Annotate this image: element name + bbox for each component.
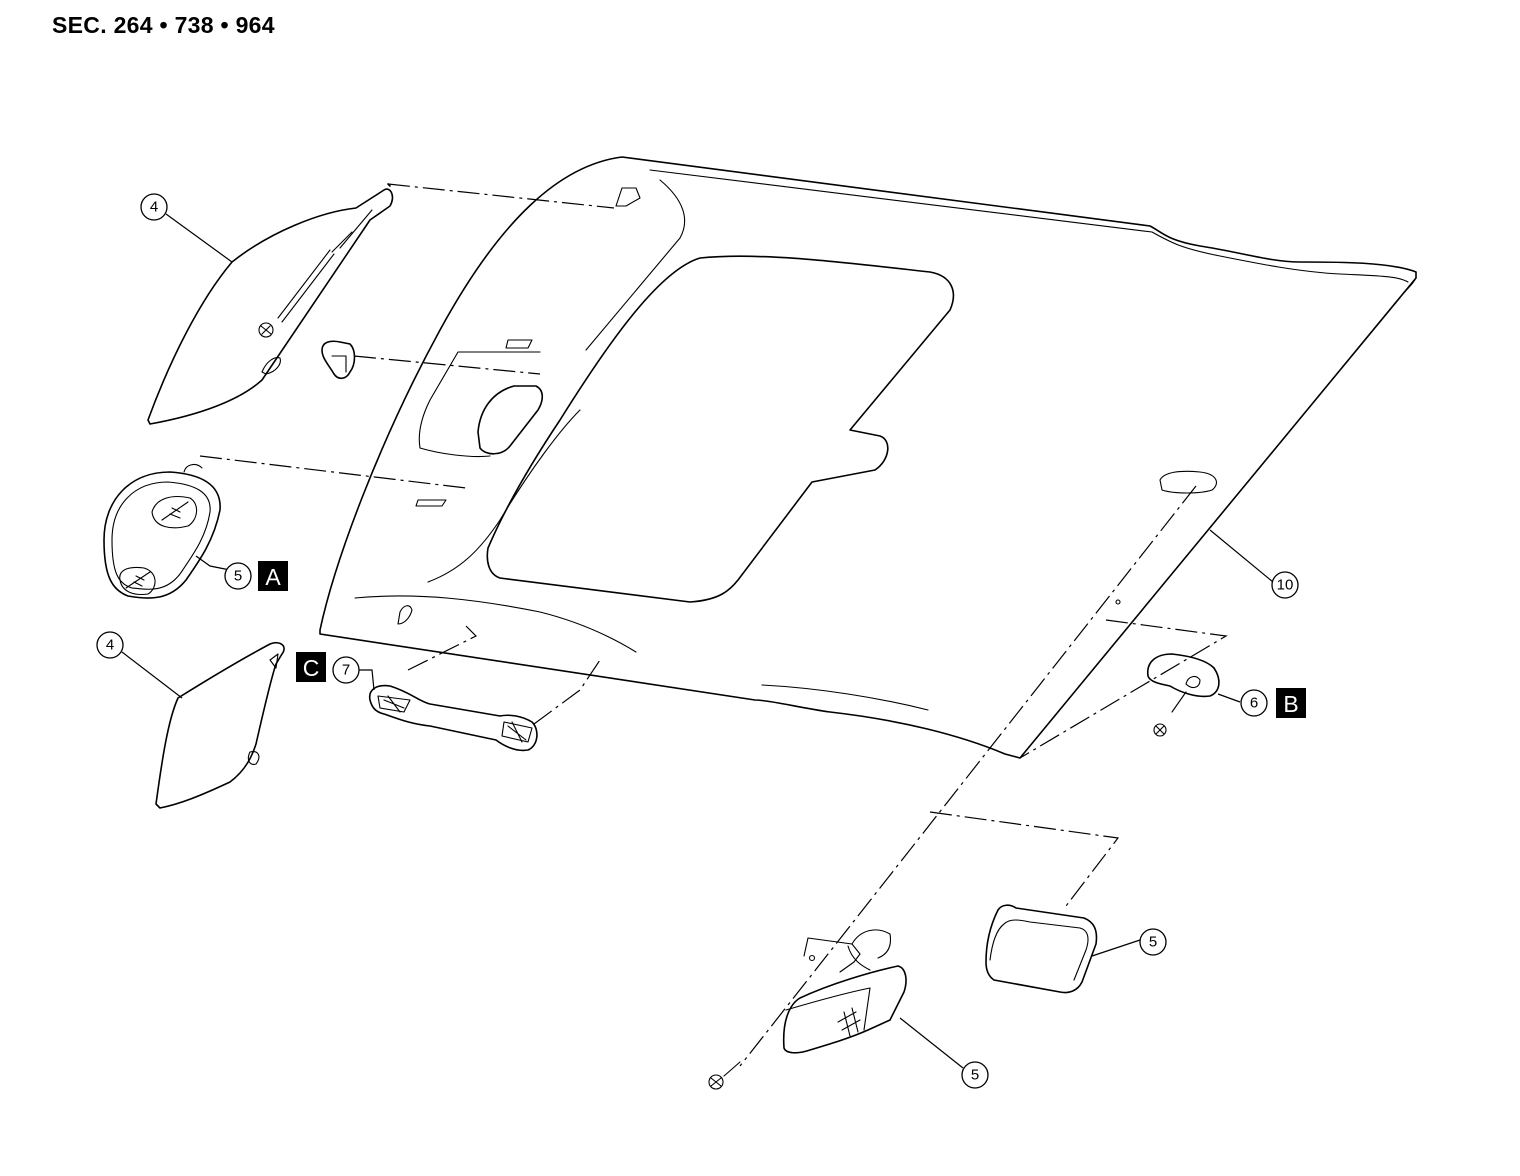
callout-4-top: 4	[140, 193, 168, 221]
tag-a-label: A	[265, 564, 281, 590]
alignment-lines	[199, 183, 1228, 1067]
tag-b: B	[1276, 688, 1306, 718]
callout-6: 6	[1240, 689, 1268, 717]
callout-5-bottom: 5	[961, 1061, 989, 1089]
callout-5-bottom-label: 5	[971, 1067, 979, 1084]
map-lamp-lens	[477, 385, 544, 455]
visor-holder-clip	[321, 340, 356, 380]
map-lamp-assembly	[103, 463, 221, 599]
callout-5-a: 5	[224, 562, 252, 590]
leader-lines	[121, 213, 1274, 1069]
coat-hook	[1147, 653, 1220, 737]
tag-c-label: C	[303, 655, 320, 681]
callout-4-top-label: 4	[150, 199, 158, 216]
sun-visor-driver	[147, 188, 394, 425]
callout-10: 10	[1271, 571, 1299, 599]
sun-visor-passenger	[155, 641, 285, 809]
callout-5-right-label: 5	[1149, 934, 1157, 951]
callout-4-bottom-label: 4	[106, 637, 114, 654]
headlining-panel	[319, 156, 1417, 759]
callout-7-label: 7	[342, 662, 350, 679]
room-lamp-lens	[985, 904, 1098, 994]
callout-10-label: 10	[1277, 577, 1294, 594]
callout-6-label: 6	[1250, 695, 1258, 712]
tag-a: A	[258, 561, 288, 591]
tag-b-label: B	[1283, 691, 1298, 717]
callout-5-right: 5	[1139, 928, 1167, 956]
section-reference: SEC. 264 • 738 • 964	[52, 12, 275, 38]
room-lamp-housing	[708, 929, 907, 1090]
assist-grip	[368, 684, 538, 752]
callout-7: 7	[332, 656, 360, 684]
callout-5-a-label: 5	[234, 568, 242, 585]
tag-c: C	[296, 652, 326, 682]
callout-4-bottom: 4	[96, 631, 124, 659]
